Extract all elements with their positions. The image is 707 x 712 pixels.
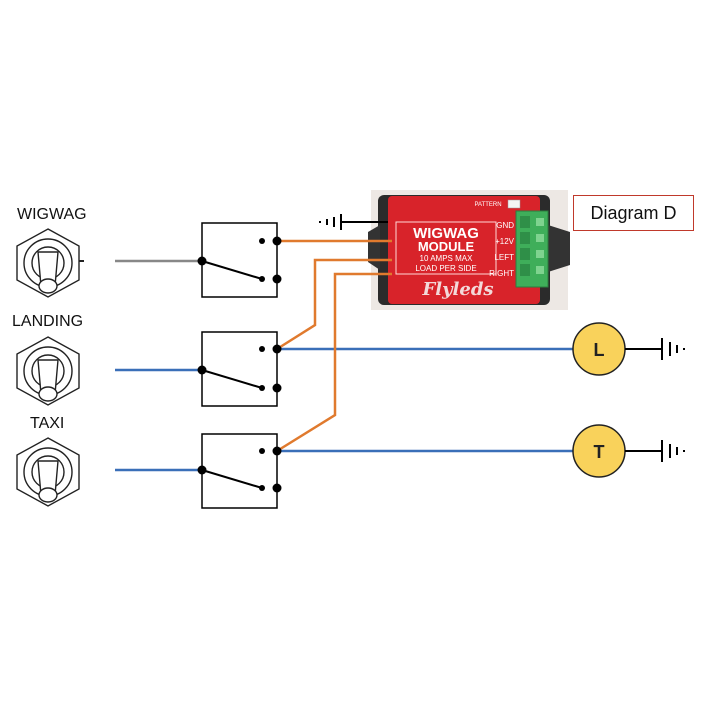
terminal-block-connector <box>515 210 549 288</box>
module-name-line2: MODULE <box>418 239 475 254</box>
toggle-switch-icon <box>16 228 84 298</box>
module-pattern-label: PATTERN <box>474 202 501 208</box>
module-ground-symbol <box>319 214 388 230</box>
terminal-left: LEFT <box>494 253 514 262</box>
relay-wigwag <box>197 222 282 298</box>
module-name-line1: WIGWAG <box>413 225 479 242</box>
lamp-ground-symbol <box>625 440 685 462</box>
terminal-right: RIGHT <box>489 269 514 278</box>
module-brand: Flyleds <box>421 279 493 300</box>
diagram-title-text: Diagram D <box>590 202 677 223</box>
lamp-taxi: T <box>572 424 626 478</box>
toggle-switch-icon <box>16 437 80 507</box>
wires <box>115 239 573 472</box>
switch-label-taxi: TAXI <box>30 415 65 432</box>
lamp-taxi-letter: T <box>594 442 605 462</box>
lamp-landing: L <box>572 322 626 376</box>
switch-label-landing: LANDING <box>12 313 84 330</box>
wire-landing-to-left <box>276 258 392 351</box>
lamp-landing-letter: L <box>594 340 605 360</box>
diagram-title: Diagram D <box>573 195 694 231</box>
wigwag-module: WIGWAG MODULE 10 AMPS MAX LOAD PER SIDE … <box>368 190 570 310</box>
relay-landing <box>197 331 282 407</box>
terminal-12v: +12V <box>495 237 515 246</box>
terminal-gnd: GND <box>496 221 514 230</box>
switch-label-wigwag: WIGWAG <box>17 206 87 223</box>
lamp-ground-symbol <box>625 338 685 360</box>
wire-taxi-to-right <box>276 272 392 453</box>
module-load-note: LOAD PER SIDE <box>415 264 476 273</box>
relay-taxi <box>197 433 282 509</box>
toggle-switch-icon <box>16 336 80 406</box>
module-rating: 10 AMPS MAX <box>420 254 474 263</box>
